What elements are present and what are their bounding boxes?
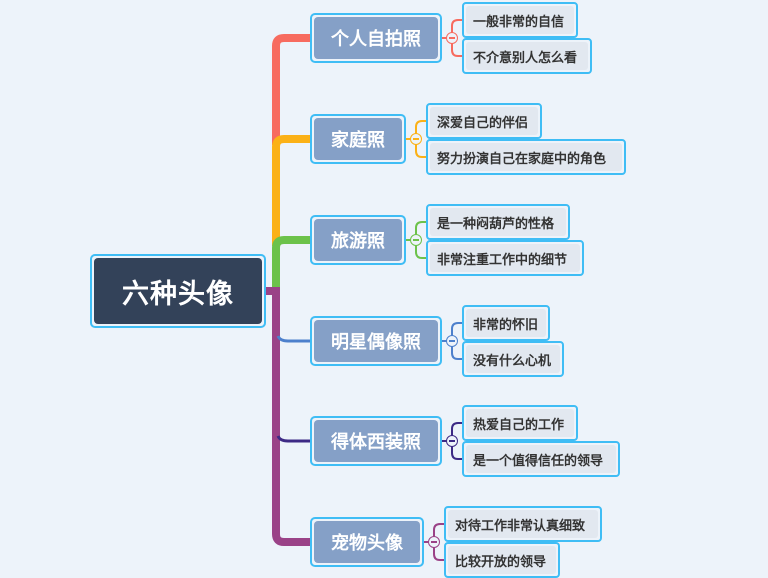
leaf-connector [451, 19, 462, 38]
leaf-connector [415, 120, 426, 139]
branch-node[interactable]: 旅游照 [310, 215, 406, 265]
leaf-node[interactable]: 非常的怀旧 [462, 305, 550, 341]
leaf-label: 热爱自己的工作 [466, 409, 574, 437]
leaf-label: 非常注重工作中的细节 [430, 244, 580, 272]
leaf-node[interactable]: 一般非常的自信 [462, 2, 578, 38]
branch-node[interactable]: 明星偶像照 [310, 316, 442, 366]
branch-connector [276, 435, 310, 443]
trunk-segment [272, 135, 310, 246]
collapse-toggle-icon[interactable] [446, 435, 458, 447]
trunk-segment [272, 236, 310, 291]
leaf-connector [415, 139, 426, 158]
leaf-node[interactable]: 比较开放的领导 [444, 542, 560, 578]
root-label: 六种头像 [94, 258, 262, 324]
branch-label: 宠物头像 [314, 521, 420, 563]
collapse-toggle-icon[interactable] [446, 32, 458, 44]
leaf-node[interactable]: 深爱自己的伴侣 [426, 103, 542, 139]
collapse-toggle-icon[interactable] [410, 234, 422, 246]
leaf-label: 非常的怀旧 [466, 309, 546, 337]
leaf-node[interactable]: 对待工作非常认真细致 [444, 506, 602, 542]
leaf-label: 深爱自己的伴侣 [430, 107, 538, 135]
branch-label: 得体西装照 [314, 420, 438, 462]
leaf-connector [451, 441, 462, 460]
leaf-node[interactable]: 非常注重工作中的细节 [426, 240, 584, 276]
leaf-label: 比较开放的领导 [448, 546, 556, 574]
branch-node[interactable]: 个人自拍照 [310, 13, 442, 63]
trunk-segment [272, 287, 310, 546]
leaf-connector [451, 38, 462, 57]
collapse-toggle-icon[interactable] [446, 335, 458, 347]
leaf-node[interactable]: 不介意别人怎么看 [462, 38, 592, 74]
leaf-label: 努力扮演自己在家庭中的角色 [430, 143, 622, 171]
leaf-node[interactable]: 是一种闷葫芦的性格 [426, 204, 570, 240]
collapse-toggle-icon[interactable] [428, 536, 440, 548]
branch-label: 个人自拍照 [314, 17, 438, 59]
leaf-label: 不介意别人怎么看 [466, 42, 588, 70]
leaf-connector [451, 341, 462, 360]
leaf-connector [451, 422, 462, 441]
collapse-toggle-icon[interactable] [410, 133, 422, 145]
branch-node[interactable]: 宠物头像 [310, 517, 424, 567]
leaf-label: 一般非常的自信 [466, 6, 574, 34]
leaf-node[interactable]: 没有什么心机 [462, 341, 564, 377]
leaf-label: 是一种闷葫芦的性格 [430, 208, 566, 236]
branch-label: 旅游照 [314, 219, 402, 261]
leaf-label: 对待工作非常认真细致 [448, 510, 598, 538]
root-node[interactable]: 六种头像 [90, 254, 266, 328]
leaf-node[interactable]: 热爱自己的工作 [462, 405, 578, 441]
leaf-connector [433, 542, 444, 561]
branch-node[interactable]: 家庭照 [310, 114, 406, 164]
branch-label: 家庭照 [314, 118, 402, 160]
leaf-connector [451, 322, 462, 341]
leaf-connector [415, 240, 426, 259]
leaf-connector [433, 523, 444, 542]
leaf-connector [415, 221, 426, 240]
leaf-node[interactable]: 是一个值得信任的领导 [462, 441, 620, 477]
branch-connector [276, 335, 310, 343]
leaf-label: 是一个值得信任的领导 [466, 445, 616, 473]
trunk-segment [272, 34, 310, 145]
branch-label: 明星偶像照 [314, 320, 438, 362]
leaf-node[interactable]: 努力扮演自己在家庭中的角色 [426, 139, 626, 175]
leaf-label: 没有什么心机 [466, 345, 560, 373]
branch-node[interactable]: 得体西装照 [310, 416, 442, 466]
